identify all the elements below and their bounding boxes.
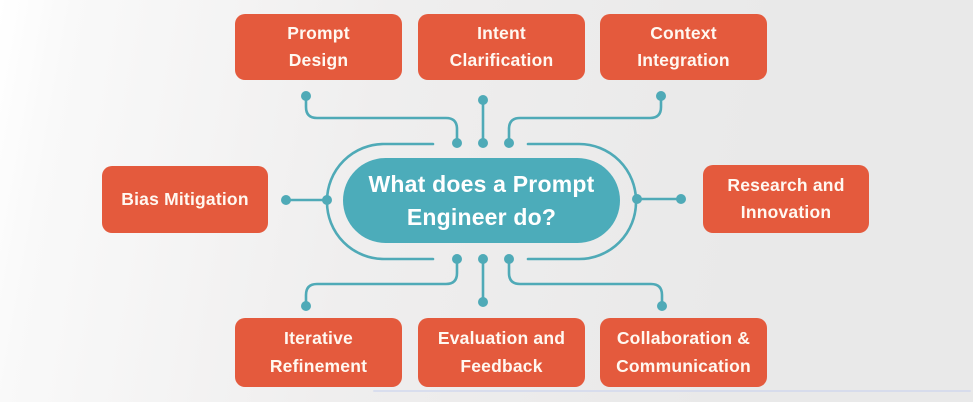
node-bias-mitigation: Bias Mitigation	[102, 166, 268, 233]
connector-dot	[478, 138, 488, 148]
node-intent-clarification: Intent Clarification	[418, 14, 585, 80]
connector-dot	[656, 91, 666, 101]
faint-underline-artifact	[373, 390, 971, 392]
connector-dots	[281, 91, 686, 311]
node-label: Research and Innovation	[727, 174, 845, 222]
node-research-and-innovation: Research and Innovation	[703, 165, 869, 233]
connector-dot	[301, 91, 311, 101]
center-node: What does a Prompt Engineer do?	[343, 158, 620, 243]
node-collaboration-communication: Collaboration & Communication	[600, 318, 767, 387]
connector-dot	[657, 301, 667, 311]
node-label: Evaluation and Feedback	[437, 328, 566, 376]
center-node-title: What does a Prompt Engineer do?	[368, 171, 595, 230]
connector-dot	[478, 254, 488, 264]
connector-dot	[301, 301, 311, 311]
node-label: Collaboration & Communication	[616, 328, 751, 376]
connector-dot	[504, 254, 514, 264]
connector-dot	[676, 194, 686, 204]
node-evaluation-and-feedback: Evaluation and Feedback	[418, 318, 585, 387]
node-label: Prompt Design	[287, 22, 350, 70]
connector-dot	[322, 195, 332, 205]
connector-bottom-left	[304, 257, 459, 308]
node-label: Context Integration	[637, 22, 730, 70]
connector-dot	[504, 138, 514, 148]
node-label: Intent Clarification	[449, 22, 554, 70]
connector-dot	[478, 95, 488, 105]
connector-top-left	[304, 94, 459, 145]
connector-dot	[452, 138, 462, 148]
node-iterative-refinement: Iterative Refinement	[235, 318, 402, 387]
node-label: Iterative Refinement	[269, 328, 368, 376]
connector-dot	[452, 254, 462, 264]
connector-lines	[284, 94, 683, 308]
node-label: Bias Mitigation	[121, 188, 249, 209]
connector-dot	[478, 297, 488, 307]
connector-dot	[632, 194, 642, 204]
connector-top-right	[507, 94, 663, 145]
node-context-integration: Context Integration	[600, 14, 767, 80]
node-prompt-design: Prompt Design	[235, 14, 402, 80]
connector-dot	[281, 195, 291, 205]
connector-bottom-right	[507, 257, 664, 308]
